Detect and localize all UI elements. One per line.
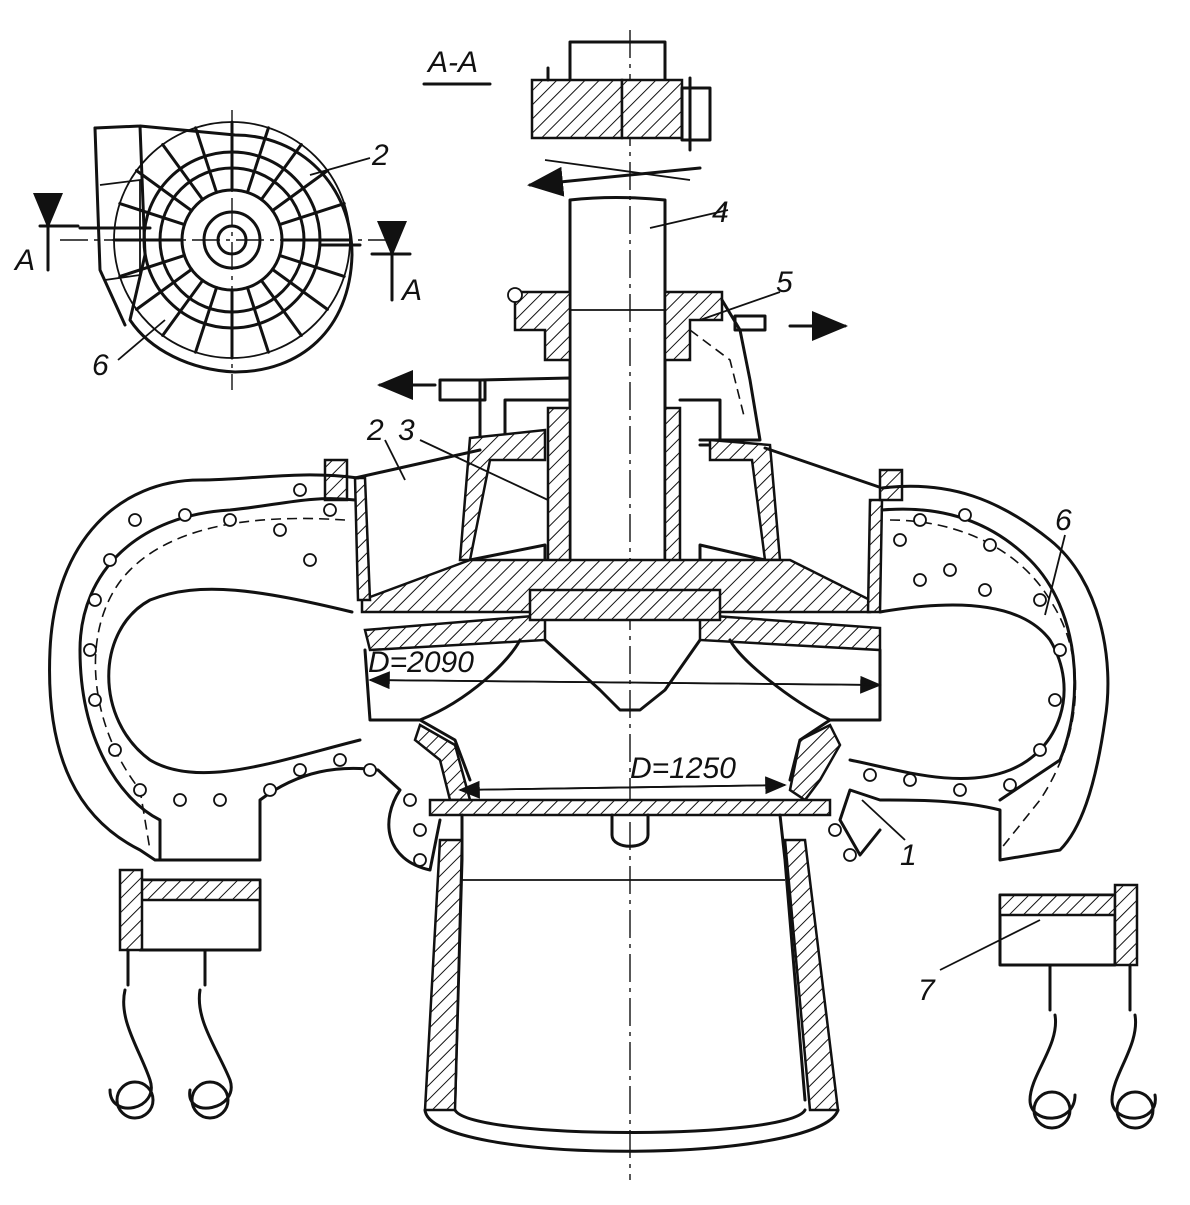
volute-bolt	[913, 573, 927, 587]
volute-bolt	[958, 508, 972, 522]
inset-rib	[245, 126, 270, 194]
label-4: 4	[712, 196, 729, 229]
volute-bolt	[133, 783, 147, 797]
volute-bolts	[83, 483, 1067, 867]
plan-view-inset: A A 2 6	[13, 110, 422, 390]
inset-rib	[161, 278, 205, 337]
inset-rib	[259, 143, 303, 202]
volute-bolt	[1053, 643, 1067, 657]
dimension-d2090: D=2090	[368, 646, 474, 679]
volute-bolt	[88, 593, 102, 607]
volute-right	[838, 484, 1110, 862]
lifting-lug-left	[108, 868, 262, 1120]
volute-bolt	[828, 823, 842, 837]
volute-bolt	[413, 853, 427, 867]
label-5: 5	[776, 266, 793, 299]
inset-rib	[118, 202, 186, 227]
seal-housing	[507, 287, 767, 442]
volute-bolt	[213, 793, 227, 807]
inset-rib	[135, 169, 194, 213]
suction-pipe	[423, 798, 840, 1153]
main-section: 4 5	[48, 30, 1157, 1180]
dimension-d1250: D=1250	[630, 752, 736, 785]
volute-bolt	[843, 848, 857, 862]
volute-left	[48, 473, 442, 872]
volute-bolt	[293, 483, 307, 497]
label-1: 1	[900, 839, 917, 872]
shaft	[568, 196, 667, 602]
volute-bolt	[1033, 593, 1047, 607]
volute-bolt	[1033, 743, 1047, 757]
label-3: 3	[398, 414, 415, 447]
pump-cover	[323, 446, 904, 614]
label-6-main: 6	[1055, 504, 1072, 537]
inset-rib	[278, 253, 346, 278]
label-2-main: 2	[366, 414, 384, 447]
volute-bolt	[263, 783, 277, 797]
volute-bolt	[178, 508, 192, 522]
volute-bolt	[273, 523, 287, 537]
section-title: A-A	[426, 46, 478, 79]
volute-bolt	[913, 513, 927, 527]
lifting-lug-right	[998, 883, 1157, 1130]
volute-bolt	[1003, 778, 1017, 792]
inset-rib	[270, 267, 329, 311]
volute-bolt	[903, 773, 917, 787]
volute-bolt	[223, 513, 237, 527]
inset-rib	[194, 286, 219, 354]
bearing-housing	[438, 376, 782, 567]
volute-bolt	[978, 583, 992, 597]
volute-bolt	[88, 693, 102, 707]
volute-bolt	[323, 503, 337, 517]
volute-bolt	[363, 763, 377, 777]
inset-rib	[161, 143, 205, 202]
volute-bolt	[333, 753, 347, 767]
volute-bolt	[128, 513, 142, 527]
volute-bolt	[173, 793, 187, 807]
inset-rib	[259, 278, 303, 337]
volute-bolt	[293, 763, 307, 777]
inset-rib	[118, 253, 186, 278]
volute-bolt	[1048, 693, 1062, 707]
volute-bolt	[943, 563, 957, 577]
volute-bolt	[983, 538, 997, 552]
volute-bolt	[303, 553, 317, 567]
section-marker-left: A	[13, 244, 35, 277]
label-2-inset: 2	[371, 139, 389, 172]
inset-rib	[245, 286, 270, 354]
volute-bolt	[108, 743, 122, 757]
volute-bolt	[413, 823, 427, 837]
volute-bolt	[403, 793, 417, 807]
volute-bolt	[953, 783, 967, 797]
label-6-inset: 6	[92, 349, 109, 382]
coupling	[530, 40, 712, 152]
inset-rib	[278, 202, 346, 227]
volute-bolt	[893, 533, 907, 547]
inset-rib	[194, 126, 219, 194]
volute-bolt	[83, 643, 97, 657]
impeller	[363, 588, 882, 802]
label-7: 7	[918, 974, 936, 1007]
volute-bolt	[103, 553, 117, 567]
volute-bolt	[863, 768, 877, 782]
inset-rib	[270, 169, 329, 213]
section-marker-right: A	[400, 274, 422, 307]
inset-rib	[135, 267, 194, 311]
